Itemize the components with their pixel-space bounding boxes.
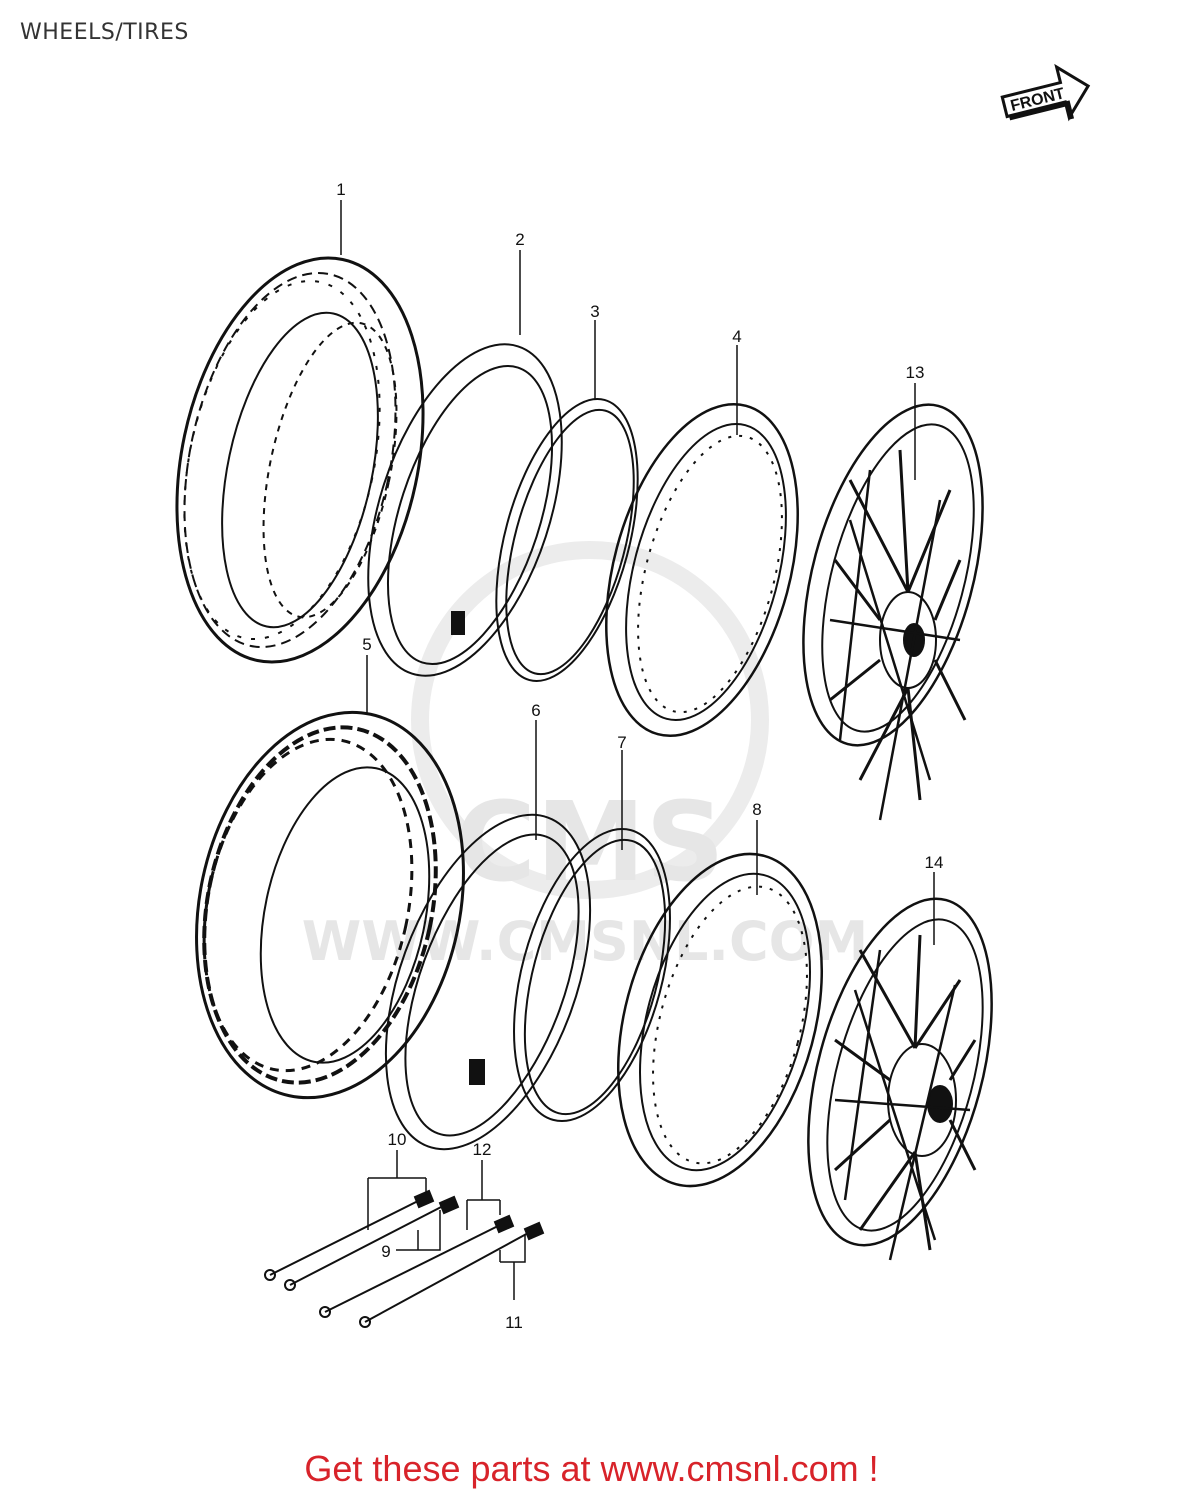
rear-tire xyxy=(195,710,465,1100)
callout-13: 13 xyxy=(906,363,925,382)
watermark: CMS WWW.CMSNL.COM xyxy=(302,541,868,973)
callout-14: 14 xyxy=(925,853,944,872)
rear-tube xyxy=(384,813,592,1151)
parts-diagram: CMS WWW.CMSNL.COM FRONT xyxy=(175,63,1091,1332)
callout-11: 11 xyxy=(505,1313,523,1332)
callout-10: 10 xyxy=(388,1130,407,1149)
rear-wheel xyxy=(807,897,993,1261)
front-rim xyxy=(605,402,799,738)
cmsnl-parts-link[interactable]: Get these parts at www.cmsnl.com ! xyxy=(304,1448,879,1489)
leader-lines xyxy=(340,200,935,1300)
callout-6: 6 xyxy=(531,701,540,720)
callout-3: 3 xyxy=(590,302,599,321)
callout-8: 8 xyxy=(752,800,761,819)
callout-1: 1 xyxy=(336,180,345,199)
front-tube xyxy=(367,343,563,677)
callout-5: 5 xyxy=(362,635,371,654)
callout-9: 9 xyxy=(381,1242,390,1261)
front-tire xyxy=(175,256,425,664)
rear-rim xyxy=(616,852,824,1188)
callout-7: 7 xyxy=(617,733,626,752)
callout-4: 4 xyxy=(732,327,741,346)
front-rim-band xyxy=(495,398,639,682)
page-title: WHEELS/TIRES xyxy=(20,20,189,45)
front-wheel xyxy=(802,403,984,821)
front-arrow-icon: FRONT xyxy=(1000,63,1091,122)
callout-12: 12 xyxy=(473,1140,492,1159)
spokes xyxy=(264,1189,545,1328)
rear-rim-band xyxy=(513,827,671,1123)
callout-2: 2 xyxy=(515,230,524,249)
